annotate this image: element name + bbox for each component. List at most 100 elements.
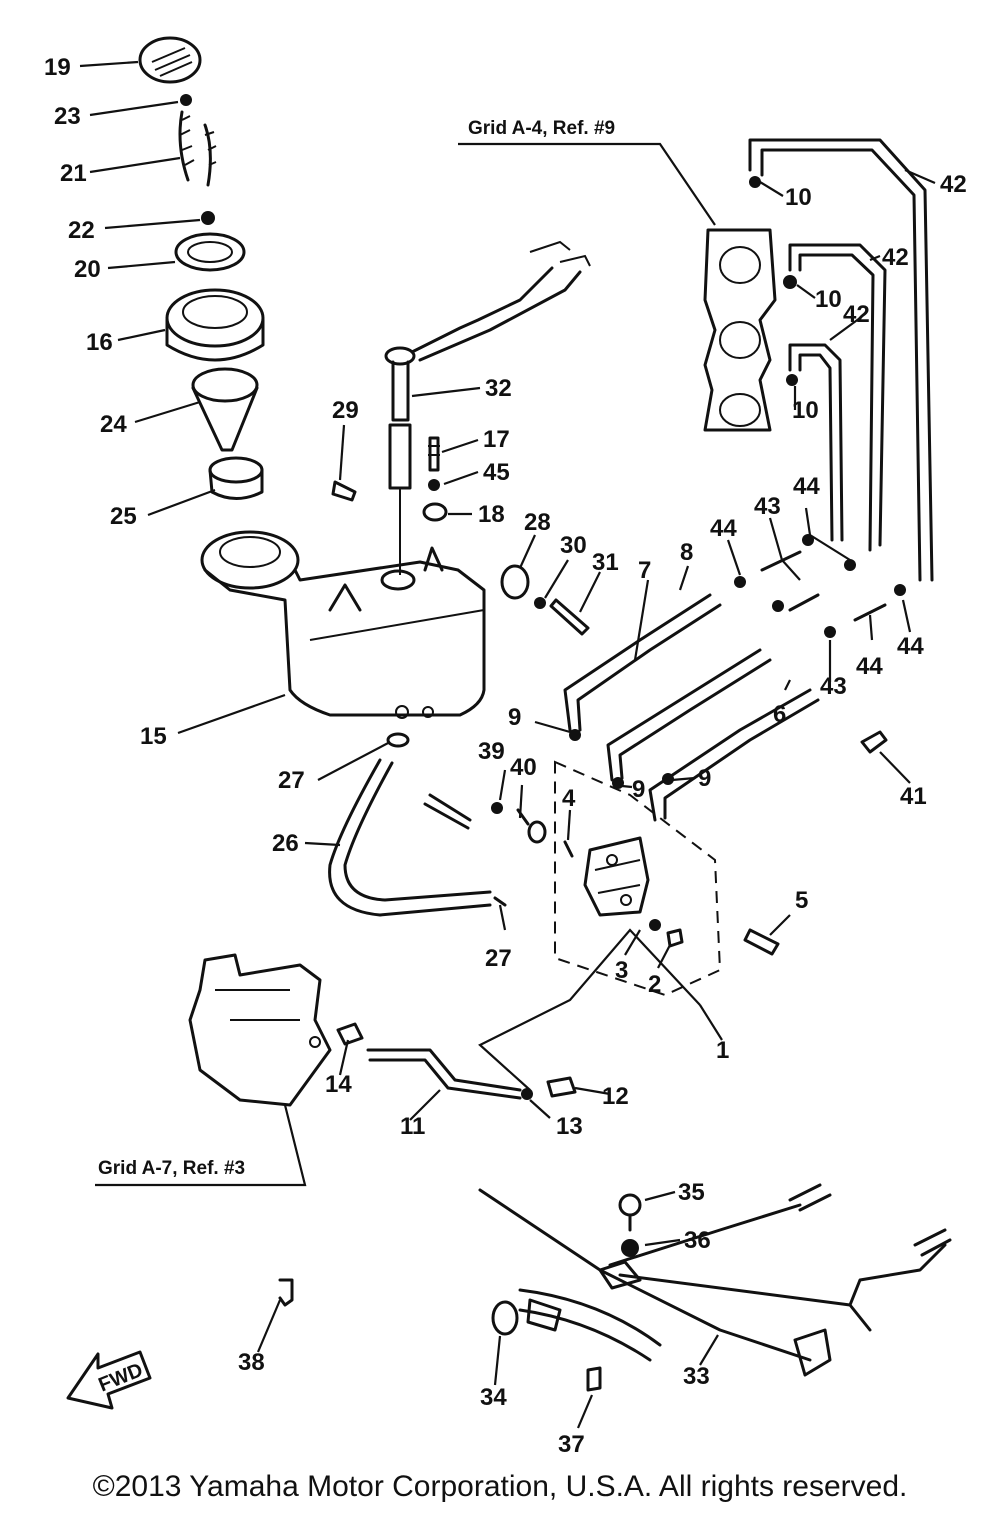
oil-tank-cap bbox=[138, 36, 202, 84]
callout-label: 15 bbox=[140, 723, 167, 750]
grommet-18 bbox=[422, 502, 448, 522]
clamp-screw-35 bbox=[618, 1193, 642, 1232]
fwd-arrow-icon: FWD bbox=[66, 1350, 152, 1410]
oil-level-gauge bbox=[384, 240, 591, 575]
cap-gasket bbox=[174, 232, 246, 272]
callout-label: 20 bbox=[74, 256, 101, 283]
callout-label: 42 bbox=[882, 244, 909, 271]
callout-label: 2 bbox=[648, 971, 661, 998]
pump-bolt-2 bbox=[666, 928, 684, 948]
oil-hose-26 bbox=[328, 758, 492, 917]
callout-label: 44 bbox=[897, 633, 924, 660]
callout-label: 17 bbox=[483, 426, 510, 453]
pump-washer-3 bbox=[649, 919, 661, 931]
callout-label: 9 bbox=[698, 765, 711, 792]
fitting-12-13 bbox=[521, 1076, 577, 1100]
callout-label: 43 bbox=[754, 493, 781, 520]
callout-label: 3 bbox=[615, 957, 628, 984]
callout-label: 25 bbox=[110, 503, 137, 530]
clip-41 bbox=[860, 730, 888, 754]
hose-clip-bottom bbox=[493, 896, 507, 907]
oil-pump bbox=[583, 836, 650, 917]
callout-label: 37 bbox=[558, 1431, 585, 1458]
callout-labels: 19 23 21 22 20 16 24 25 15 29 32 17 45 1… bbox=[44, 54, 967, 1458]
harness-clamp bbox=[598, 1260, 642, 1290]
callout-label: 35 bbox=[678, 1179, 705, 1206]
cap-chain bbox=[178, 110, 217, 187]
callout-label: 30 bbox=[560, 532, 587, 559]
clip-37 bbox=[586, 1366, 602, 1392]
elbow-5 bbox=[743, 928, 780, 956]
filler-neck bbox=[165, 288, 265, 362]
check-valves-43 bbox=[734, 534, 906, 638]
callout-label: 12 bbox=[602, 1083, 629, 1110]
callout-label: 19 bbox=[44, 54, 71, 81]
callout-label: 22 bbox=[68, 217, 95, 244]
grid-ref-top-label: Grid A-4, Ref. #9 bbox=[468, 118, 615, 139]
grid-ref-bottom-label: Grid A-7, Ref. #3 bbox=[98, 1158, 245, 1179]
callout-label: 42 bbox=[940, 171, 967, 198]
callout-label: 18 bbox=[478, 501, 505, 528]
callout-label: 29 bbox=[332, 397, 359, 424]
callout-label: 31 bbox=[592, 549, 619, 576]
callout-label: 33 bbox=[683, 1363, 710, 1390]
callout-label: 43 bbox=[820, 673, 847, 700]
copyright-notice: ©2013 Yamaha Motor Corporation, U.S.A. A… bbox=[92, 1470, 908, 1503]
callout-label: 34 bbox=[480, 1384, 507, 1411]
o-ring-45 bbox=[428, 479, 440, 491]
callout-label: 14 bbox=[325, 1071, 352, 1098]
pump-dashed-outline bbox=[554, 760, 722, 997]
crankcase-section bbox=[188, 953, 332, 1107]
fitting-14 bbox=[336, 1022, 364, 1046]
callout-label: 10 bbox=[815, 286, 842, 313]
callout-label: 36 bbox=[684, 1227, 711, 1254]
callout-label: 23 bbox=[54, 103, 81, 130]
grid-ref-bottom: Grid A-7, Ref. #3 bbox=[95, 1104, 307, 1187]
delivery-hoses bbox=[563, 593, 820, 822]
callout-label: 42 bbox=[843, 301, 870, 328]
callout-label: 13 bbox=[556, 1113, 583, 1140]
callout-label: 41 bbox=[900, 783, 927, 810]
grommet-29 bbox=[331, 480, 357, 502]
callout-label: 32 bbox=[485, 375, 512, 402]
wire-harness-33 bbox=[478, 1183, 952, 1377]
callout-label: 6 bbox=[773, 701, 786, 728]
callout-label: 16 bbox=[86, 329, 113, 356]
chain-ring bbox=[201, 211, 215, 225]
filler-clamp bbox=[208, 456, 264, 500]
breather-valve-17 bbox=[428, 436, 440, 472]
callout-label: 9 bbox=[508, 704, 521, 731]
tank-mount-28-30-31 bbox=[500, 564, 590, 636]
grid-ref-top: Grid A-4, Ref. #9 bbox=[458, 118, 716, 226]
leader-lines bbox=[79, 60, 936, 1429]
hose-clip-top bbox=[386, 732, 410, 748]
washer-36 bbox=[621, 1239, 639, 1257]
callout-label: 9 bbox=[632, 776, 645, 803]
callout-label: 38 bbox=[238, 1349, 265, 1376]
hook-38 bbox=[278, 1278, 294, 1307]
callout-label: 28 bbox=[524, 509, 551, 536]
callout-label: 11 bbox=[400, 1113, 425, 1140]
callout-label: 27 bbox=[278, 767, 305, 794]
intake-manifold bbox=[703, 228, 777, 432]
callout-label: 26 bbox=[272, 830, 299, 857]
callout-label: 27 bbox=[485, 945, 512, 972]
fitting-39-40 bbox=[423, 793, 547, 844]
callout-label: 1 bbox=[716, 1037, 729, 1064]
callout-label: 44 bbox=[710, 515, 737, 542]
strainer bbox=[191, 367, 259, 452]
callout-label: 4 bbox=[562, 785, 576, 812]
oil-hoses-42 bbox=[748, 138, 934, 582]
callout-label: 7 bbox=[638, 557, 651, 584]
callout-label: 10 bbox=[792, 397, 819, 424]
callout-label: 5 bbox=[795, 887, 808, 914]
callout-label: 44 bbox=[793, 473, 820, 500]
callout-label: 40 bbox=[510, 754, 537, 781]
callout-label: 45 bbox=[483, 459, 510, 486]
callout-label: 39 bbox=[478, 738, 505, 765]
chain-stopper bbox=[180, 94, 192, 106]
callout-label: 44 bbox=[856, 653, 883, 680]
pump-pin-4 bbox=[563, 840, 574, 858]
callout-label: 24 bbox=[100, 411, 127, 438]
oil-line-11 bbox=[366, 1048, 522, 1100]
